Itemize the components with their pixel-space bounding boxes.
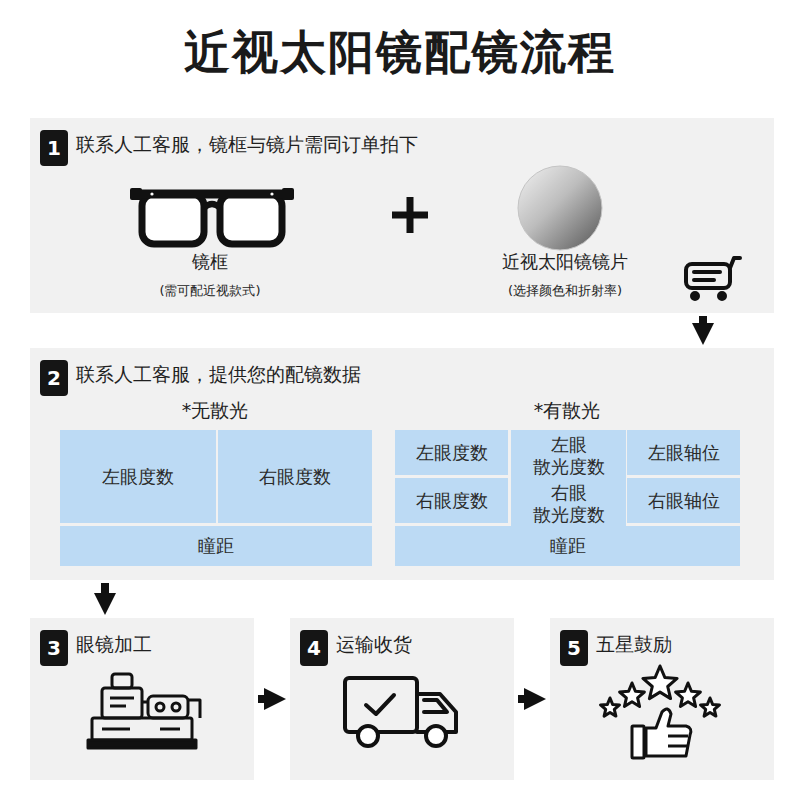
cell-text: 瞳距 xyxy=(550,535,586,557)
data-cell: 右眼轴位 xyxy=(627,478,740,523)
sunglass-lens-icon xyxy=(518,166,602,250)
data-cell: 左眼度数 xyxy=(60,430,216,523)
rating-star xyxy=(701,698,720,716)
step-heading: 联系人工客服，镜框与镜片需同订单拍下 xyxy=(76,130,764,158)
data-cell: 左眼度数 xyxy=(395,430,508,475)
note-label: (需可配近视款式) xyxy=(159,283,260,298)
rating-star xyxy=(676,683,701,707)
data-cell: 右眼度数 xyxy=(395,478,508,523)
step-heading: 眼镜加工 xyxy=(76,630,244,658)
step-panel: 五星鼓励 5 xyxy=(550,618,774,780)
data-cell: 右眼度数 xyxy=(218,430,372,523)
rating-star xyxy=(620,683,645,707)
item-label: *有散光 xyxy=(534,399,601,421)
step-number-badge: 1 xyxy=(40,130,68,166)
rating-star xyxy=(601,698,620,716)
label-holder: 镜框 xyxy=(60,250,360,274)
cell-text: 左眼度数 xyxy=(416,442,488,464)
step-number-badge: 2 xyxy=(40,360,68,396)
cell-text: 瞳距 xyxy=(198,535,234,557)
step-number: 1 xyxy=(47,134,61,162)
data-cell: 瞳距 xyxy=(395,526,740,566)
diagram-title: 近视太阳镜配镜流程 xyxy=(184,25,616,79)
item-label: 近视太阳镜镜片 xyxy=(502,251,628,272)
flow-arrow xyxy=(518,695,532,703)
step-heading: 联系人工客服，提供您的配镜数据 xyxy=(76,360,764,388)
data-cell: 右眼 散光度数 xyxy=(511,478,626,530)
note-label: (选择颜色和折射率) xyxy=(508,283,622,298)
step-number: 3 xyxy=(47,634,61,662)
step-number: 5 xyxy=(567,634,581,662)
step-number-badge: 3 xyxy=(40,630,68,666)
flow-arrow xyxy=(258,695,272,703)
data-cell: 瞳距 xyxy=(60,526,372,566)
cell-text: 左眼度数 xyxy=(102,466,174,488)
step-number-badge: 5 xyxy=(560,630,588,666)
flow-arrow xyxy=(101,583,109,601)
step-heading: 运输收货 xyxy=(336,630,504,658)
step-number: 2 xyxy=(47,364,61,392)
rating-star xyxy=(643,666,677,699)
glasses-frame-icon xyxy=(130,188,294,244)
cell-text: 右眼轴位 xyxy=(648,490,720,512)
label-holder: (需可配近视款式) xyxy=(60,280,360,300)
label-holder: *无散光 xyxy=(65,398,365,424)
item-label: 镜框 xyxy=(192,251,228,272)
step-number: 4 xyxy=(307,634,321,662)
label-holder: *有散光 xyxy=(417,398,717,424)
plus-sign xyxy=(392,197,428,233)
step-heading: 五星鼓励 xyxy=(596,630,764,658)
label-holder: (选择颜色和折射率) xyxy=(415,280,715,300)
cell-text: 左眼 散光度数 xyxy=(517,434,620,477)
label-holder: 近视太阳镜镜片 xyxy=(415,250,715,274)
item-label: *无散光 xyxy=(182,399,249,421)
cell-text: 右眼度数 xyxy=(416,490,488,512)
flow-arrow xyxy=(699,316,707,331)
cell-text: 右眼 散光度数 xyxy=(517,482,620,525)
step-panel: 联系人工客服，提供您的配镜数据2左眼度数右眼度数瞳距左眼度数左眼 散光度数左眼轴… xyxy=(30,348,774,580)
cell-text: 右眼度数 xyxy=(259,466,331,488)
title-holder: 近视太阳镜配镜流程 xyxy=(0,22,800,84)
step-number-badge: 4 xyxy=(300,630,328,666)
cell-text: 左眼轴位 xyxy=(648,442,720,464)
thumbs-up-icon xyxy=(632,709,691,758)
data-cell: 左眼轴位 xyxy=(627,430,740,475)
step-panel: 运输收货 4 xyxy=(290,618,514,780)
step-panel: 眼镜加工 3 xyxy=(30,618,254,780)
step-panel: 联系人工客服，镜框与镜片需同订单拍下 1 xyxy=(30,118,774,313)
cart-icon xyxy=(686,258,740,299)
data-cell: 左眼 散光度数 xyxy=(511,430,626,482)
